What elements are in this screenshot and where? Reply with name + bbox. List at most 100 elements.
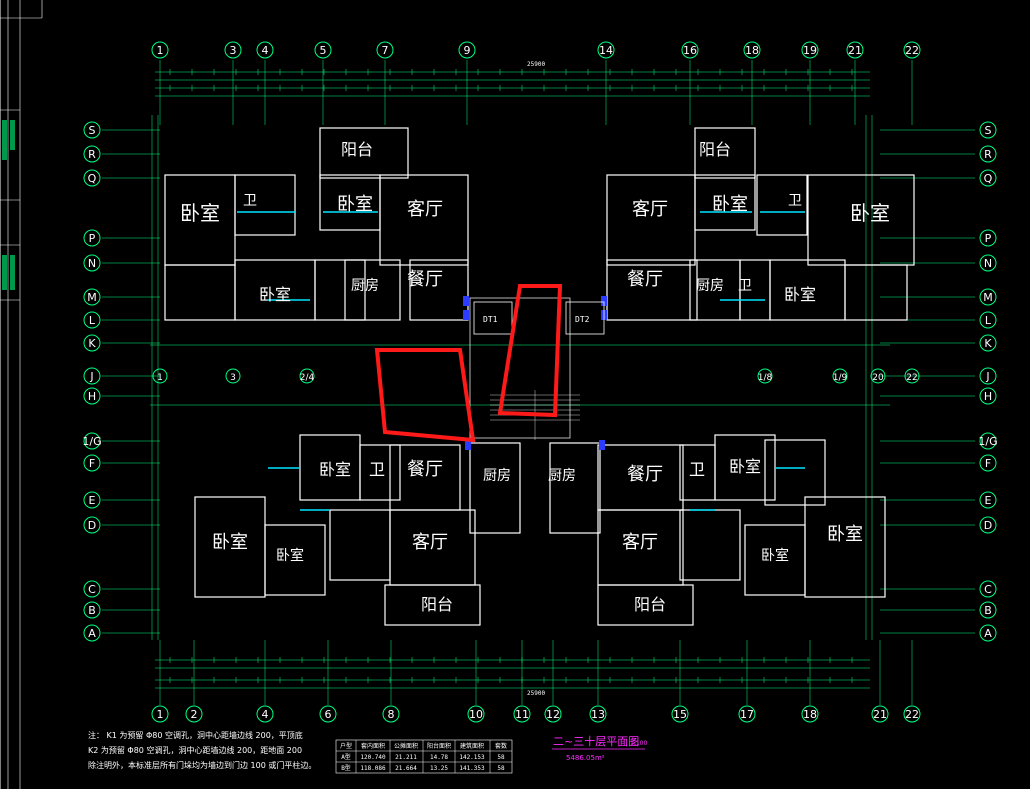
column (465, 440, 471, 450)
left-axis-bubble (83, 145, 101, 163)
room-label-bal-lr: 阳台 (634, 595, 666, 614)
bottom-axis-bubble (738, 705, 756, 723)
note-line-1: 注： K1 为预留 Φ80 空调孔，洞中心距墙边线 200，平顶底 (88, 730, 303, 740)
right-axis-label: 1/G (978, 435, 997, 448)
room-label-bed-lr3: 卧室 (827, 524, 863, 545)
top-axis-bubble (681, 41, 699, 59)
left-axis-label: H (88, 390, 96, 403)
wall-outline (844, 264, 908, 321)
left-axis-bubble (83, 387, 101, 405)
mid-axis-label: 3 (230, 373, 236, 383)
wall-outline (606, 174, 696, 266)
left-axis-bubble (83, 229, 101, 247)
left-axis-label: B (88, 604, 96, 617)
room-label-bed-ll3: 卧室 (276, 547, 304, 564)
room-label-bed-lr: 卧室 (729, 457, 761, 476)
top-total-dim: 25900 (527, 61, 545, 68)
right-axis-label: M (983, 291, 993, 304)
column (463, 296, 469, 306)
mid-axis-label: 1/8 (758, 373, 773, 383)
left-axis-bubble (83, 624, 101, 642)
left-axis-label: L (89, 314, 96, 327)
room-label-dining-ul: 餐厅 (407, 269, 443, 290)
bottom-axis-bubble (467, 705, 485, 723)
table-cell: 14.78 (430, 754, 448, 761)
right-axis-label: D (984, 519, 992, 532)
bottom-axis-label: 12 (546, 708, 560, 721)
stair-core: DT1 DT2 (469, 297, 605, 440)
column (599, 440, 605, 450)
left-axis-label: N (88, 257, 96, 270)
top-axis-bubble (597, 41, 615, 59)
table-cell: A型 (341, 753, 351, 761)
room-label-living-ul: 客厅 (407, 199, 443, 220)
top-axis-bubble (224, 41, 242, 59)
room-label-bed-ll: 卧室 (319, 460, 351, 479)
right-axis-bubble (979, 454, 997, 472)
bottom-axis-bubble (589, 705, 607, 723)
top-axis-bubble (846, 41, 864, 59)
right-axis-bubble (979, 288, 997, 306)
top-axis-label: 5 (320, 44, 327, 57)
column (601, 296, 607, 306)
table-cell: 120.740 (360, 754, 386, 761)
left-axis-label: C (88, 583, 96, 596)
top-axis-bubble (743, 41, 761, 59)
left-axis-label: Q (88, 172, 97, 185)
bottom-axis-label: 8 (388, 708, 395, 721)
right-axis-bubble (979, 145, 997, 163)
room-label-living-lr: 客厅 (622, 532, 658, 553)
axis-grid-lines (102, 60, 975, 705)
mid-axis-bubble (832, 368, 848, 384)
room-label-dining-ll: 餐厅 (407, 459, 443, 480)
room-label-bed-ur: 卧室 (712, 194, 748, 215)
table-header-cell: 户型 (340, 742, 352, 750)
table-header-cell: 建筑面积 (460, 742, 484, 750)
room-label-bed-ll2: 卧室 (212, 532, 248, 553)
left-axis-bubble (83, 169, 101, 187)
bottom-axis-bubble (256, 705, 274, 723)
top-axis-bubble (801, 41, 819, 59)
room-labels: 卧室卫卧室客厅阳台卧室厨房餐厅阳台客厅卧室卫卧室餐厅厨房卫卧室卧室卫餐厅厨房卧室… (180, 140, 890, 614)
top-axis-bubble (458, 41, 476, 59)
table-cell: B型 (341, 764, 351, 772)
left-axis-label: D (88, 519, 96, 532)
left-axis-label: K (88, 337, 96, 350)
mid-axis-label: 2/4 (300, 373, 315, 383)
right-axis-label: P (985, 232, 992, 245)
bottom-axis-bubble (319, 705, 337, 723)
room-label-kit-lr: 厨房 (548, 468, 576, 484)
right-axis-label: C (984, 583, 992, 596)
right-axis-bubble (979, 229, 997, 247)
table-header-cell: 公摊面积 (394, 742, 418, 750)
wall-outline (314, 259, 366, 321)
right-axis-bubble (979, 121, 997, 139)
table-header-cell: 套内面积 (361, 742, 385, 750)
right-axis-label: B (984, 604, 992, 617)
right-axis-bubble (979, 491, 997, 509)
right-axis-bubble (979, 387, 997, 405)
mid-axis-bubble (904, 368, 920, 384)
left-axis-bubble (83, 516, 101, 534)
table-cell: 58 (497, 765, 505, 772)
left-axis-label: S (89, 124, 96, 137)
table-cell: 58 (497, 754, 505, 761)
left-axis-bubble (83, 580, 101, 598)
left-axis-bubble (83, 334, 101, 352)
right-axis-label: H (984, 390, 992, 403)
table-cell: 141.353 (459, 765, 485, 772)
top-axis-bubble (376, 41, 394, 59)
left-axis-label: A (88, 627, 96, 640)
wall-outline (549, 442, 601, 534)
right-axis-label: J (985, 370, 989, 383)
left-axis-bubble (83, 288, 101, 306)
top-axis-label: 3 (230, 44, 237, 57)
mid-axis-label: 20 (872, 373, 884, 383)
table-cell: 21.664 (395, 765, 417, 772)
table-cell: 13.25 (430, 765, 448, 772)
room-label-kit-ll: 厨房 (483, 468, 511, 484)
room-label-bed-ul: 卧室 (180, 201, 220, 225)
right-axis-bubble (979, 516, 997, 534)
right-axis-label: R (984, 148, 992, 161)
